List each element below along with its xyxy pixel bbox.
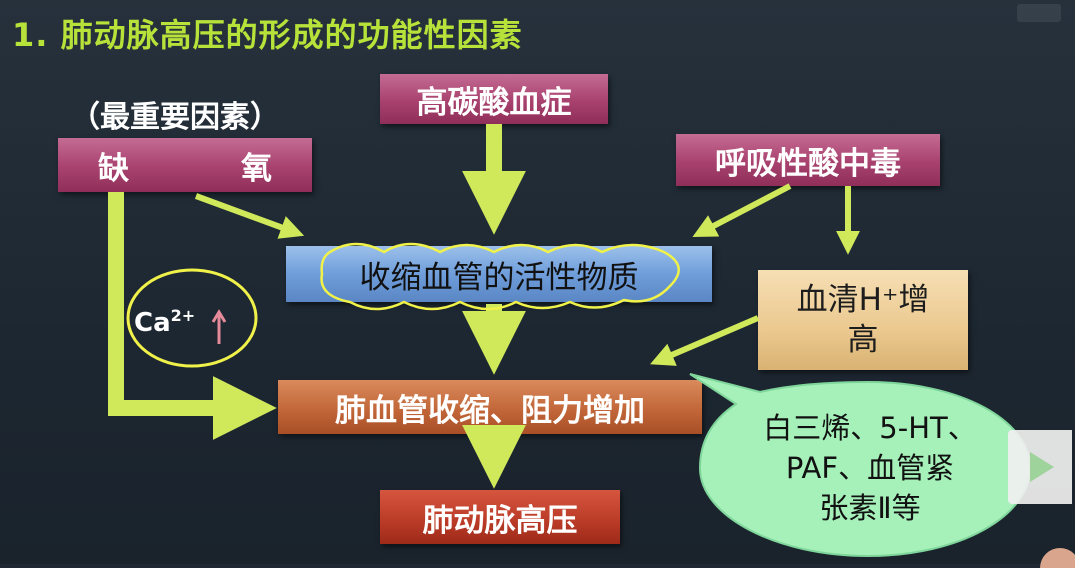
play-button[interactable] <box>1008 430 1072 504</box>
presenter-hand <box>1040 548 1075 568</box>
box-serum-h: 血清H⁺增 高 <box>758 270 968 370</box>
hypoxia-char-2: 氧 <box>241 150 272 187</box>
calcium-label: Ca2+ <box>134 306 195 338</box>
bubble-line-1: 白三烯、5-HT、 <box>763 411 977 445</box>
box-pulmonary-hypertension: 肺动脉高压 <box>380 490 620 544</box>
calcium-symbol: Ca <box>134 308 171 338</box>
serum-h-line-1: 血清H⁺增 <box>796 282 930 318</box>
most-important-note: （最重要因素） <box>70 100 280 135</box>
calcium-charge: 2+ <box>170 306 196 325</box>
box-vasoconstriction: 肺血管收缩、阻力增加 <box>278 380 702 434</box>
slide-title: 1. 肺动脉高压的形成的功能性因素 <box>12 16 523 54</box>
box-hypoxia: 缺 氧 <box>58 138 312 192</box>
serum-h-line-2: 高 <box>847 322 879 358</box>
mediators-bubble-text: 白三烯、5-HT、 PAF、血管紧 张素Ⅱ等 <box>700 380 1040 556</box>
bubble-line-2: PAF、血管紧 <box>785 451 955 485</box>
play-icon <box>1030 452 1054 482</box>
hypoxia-char-1: 缺 <box>98 150 129 187</box>
box-respiratory-acidosis: 呼吸性酸中毒 <box>676 134 940 186</box>
box-hypercapnia: 高碳酸血症 <box>380 74 608 124</box>
box-vasoactive-substances: 收缩血管的活性物质 <box>286 246 712 302</box>
bubble-line-3: 张素Ⅱ等 <box>819 491 921 525</box>
top-right-overlay-icon <box>1017 4 1061 22</box>
